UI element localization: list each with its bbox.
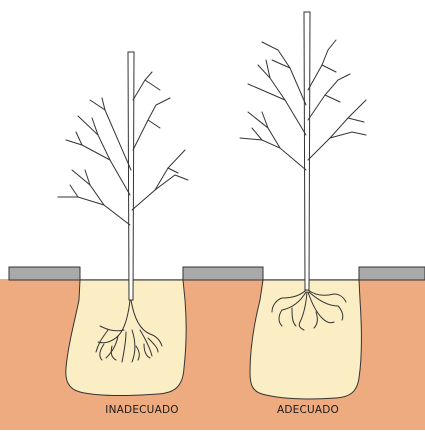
trunk-inadequate [128,52,134,300]
branches-adequate [240,40,366,170]
planting-hole-adequate [250,280,361,399]
branches-inadequate [58,72,188,225]
label-inadequate: INADECUADO [105,404,178,416]
pavement-slab-middle [183,267,263,280]
pavement-slab-right [359,267,425,280]
pavement-slab-left [9,267,80,280]
trunk-adequate [304,12,310,290]
label-adequate: ADECUADO [277,404,339,416]
